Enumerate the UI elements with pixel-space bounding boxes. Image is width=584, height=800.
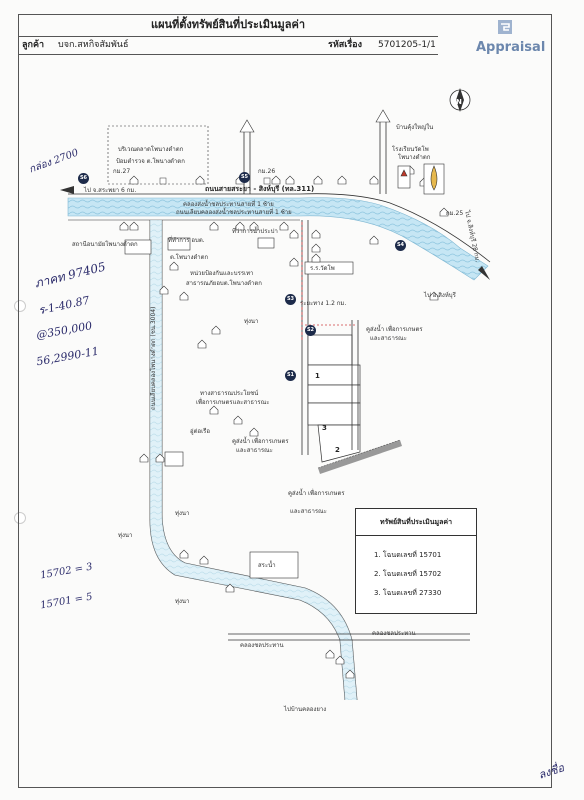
market-label: บริเวณตลาดโพนางดำตก <box>118 146 184 153</box>
parcel-label-1: 1 <box>315 372 320 380</box>
to-singburi-bottom-label: ไป อ.สิงห์บุรี <box>424 292 456 299</box>
ditch-mid-label: คูส่งน้ำ เพื่อการเกษตร <box>232 438 289 445</box>
house-icons <box>119 165 449 679</box>
north-arrow-icon: N <box>449 88 471 112</box>
village-office-label: หน่วยป้องกันและบรรเทา <box>190 270 254 277</box>
marker-s1: S1 <box>285 370 296 381</box>
parcel-2 <box>317 424 361 463</box>
to-sarabot-label: ไป จ.สระพยา 6 กม. <box>84 187 137 194</box>
km26-label: กม.26 <box>258 168 276 175</box>
office-label: ที่ทำการ อบต. <box>168 237 205 244</box>
legend-item: 3. โฉนดเลขที่ 27330 <box>374 589 442 597</box>
market-area <box>107 125 209 185</box>
village-office-label-2: สาธารณภัยอบต.โพนางดำตก <box>186 280 262 287</box>
school-south-label: อู่ต่อเรือ <box>190 428 210 435</box>
field-label-1: ทุ่งนา <box>244 318 259 325</box>
marker-s3: S3 <box>285 294 296 305</box>
case-value: 5701205-1/1 <box>378 40 436 50</box>
page-title: แผนที่ตั้งทรัพย์สินที่ประเมินมูลค่า <box>18 14 438 37</box>
ditch-mid-label-2: และสาธารณะ <box>236 447 273 454</box>
parcel-label-3: 3 <box>322 424 327 432</box>
km25-label: กม.25 <box>446 210 464 217</box>
svg-text:N: N <box>456 98 462 106</box>
side-road-label: ถนนเลียบคลองโพนางดำตก (ชน.3004) <box>150 306 157 410</box>
to-village-label: ไปบ้านคลองยาง <box>284 706 327 713</box>
public-way-label: ทางสาธารณประโยชน์ <box>200 390 259 397</box>
field-label-3: ทุ่งนา <box>118 532 133 539</box>
ditch-low-label-2: และสาธารณะ <box>290 508 327 515</box>
legend-item: 2. โฉนดเลขที่ 15702 <box>374 570 442 578</box>
header-info-row: ลูกค้า บจก.สหกิจสัมพันธ์ รหัสเรื่อง 5701… <box>18 36 438 55</box>
ditch-upper-label: คูส่งน้ำ เพื่อการเกษตร <box>366 326 423 333</box>
marker-s2: S2 <box>305 325 316 336</box>
canal-bottom-label: คลองชลประทาน <box>240 642 284 649</box>
canal-bottom-label-2: คลองชลประทาน <box>372 630 416 637</box>
school-name-label-2: โพนางดำตก <box>398 154 431 161</box>
parcel-upper <box>307 334 353 366</box>
school-name-label: โรงเรียนวัดโพ <box>392 146 429 153</box>
field-label-4: ทุ่งนา <box>175 598 190 605</box>
marker-s6: S6 <box>78 173 89 184</box>
public-way-label-2: เพื่อการเกษตรและสาธารณะ <box>196 399 270 406</box>
case-label: รหัสเรื่อง <box>328 40 362 50</box>
legend-title: ทรัพย์สินที่ประเมินมูลค่า <box>356 509 476 536</box>
customer-label: ลูกค้า <box>22 40 45 50</box>
market-label-2: ป้อมตำรวจ ต.โพนางดำตก <box>116 158 185 165</box>
customer-value: บจก.สหกิจสัมพันธ์ <box>58 40 129 50</box>
appraisal-logo-icon <box>498 20 512 34</box>
ditch-upper-label-2: และสาธารณะ <box>370 335 407 342</box>
canal-label: คลองส่งน้ำชลประทานสายที่ 1 ซ้าย <box>183 201 274 208</box>
km27-label: กม.27 <box>113 168 131 175</box>
office-label-2: ต.โพนางดำตก <box>170 254 209 261</box>
legend-item: 1. โฉนดเลขที่ 15701 <box>374 551 442 559</box>
main-road-label: ถนนสายสระยา - สิงห์บุรี (ทล.311) <box>205 185 315 193</box>
marker-s4: S4 <box>395 240 406 251</box>
school-label: ร.ร.วัดโพ <box>310 265 335 272</box>
distance-label: ระยะทาง 1.2 กม. <box>300 300 347 307</box>
temple-icon <box>397 163 445 195</box>
marker-s5: S5 <box>239 172 250 183</box>
punch-hole-bottom <box>14 512 26 524</box>
page-frame <box>18 14 552 788</box>
ditch-low-label: คูส่งน้ำ เพื่อการเกษตร <box>288 490 345 497</box>
pond-label: สระน้ำ <box>258 562 276 569</box>
health-label: สถานีอนามัยโพนางดำตก <box>72 241 138 248</box>
canal-road-label: ถนนเลียบคลองส่งน้ำชลประทานสายที่ 1 ซ้าย <box>176 209 292 216</box>
village-line-label: บ้านคุ้งใหญ่ใน <box>396 124 434 131</box>
logo-text: Appraisal <box>476 40 546 55</box>
water-label: ที่ว่าการน้ำประปา <box>232 228 278 235</box>
main-canal <box>67 197 489 281</box>
punch-hole-top <box>14 300 26 312</box>
parcel-label-2: 2 <box>335 446 340 454</box>
legend-box: ทรัพย์สินที่ประเมินมูลค่า 1. โฉนดเลขที่ … <box>355 508 477 614</box>
field-label-2: ทุ่งนา <box>175 510 190 517</box>
pond <box>249 551 299 579</box>
